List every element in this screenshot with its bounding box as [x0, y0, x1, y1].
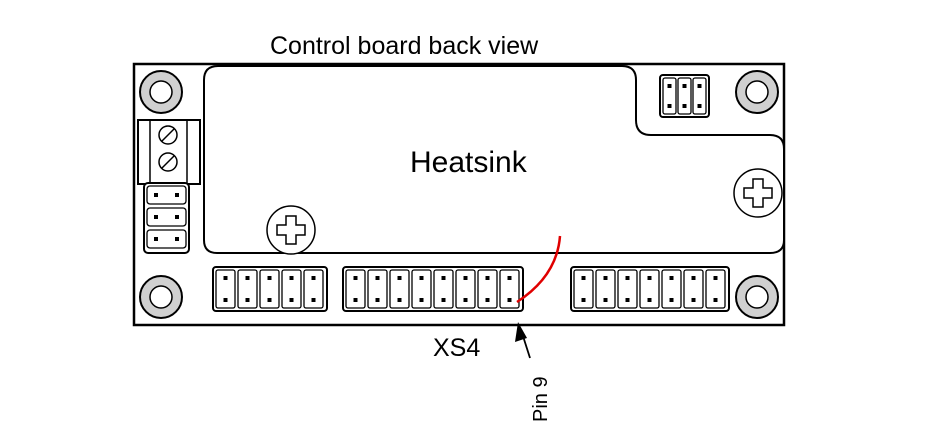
heatsink-screw-left	[266, 205, 316, 255]
header-pin-icon	[677, 77, 692, 115]
header-pin-icon	[215, 269, 236, 309]
connector-xs4	[342, 266, 524, 312]
header-pin-icon	[303, 269, 324, 309]
xs4-label: XS4	[433, 334, 480, 362]
heatsink-label: Heatsink	[410, 146, 528, 179]
header-pin-icon	[683, 269, 704, 309]
heatsink-screw-right	[733, 168, 783, 218]
header-top-right	[659, 74, 710, 118]
header-pin-icon	[146, 207, 187, 227]
header-pin-icon	[281, 269, 302, 309]
arrow-icon	[515, 322, 531, 359]
mounting-hole-top-left	[139, 70, 183, 114]
terminal-block	[137, 119, 201, 185]
header-pin-icon	[662, 77, 677, 115]
header-pin-icon	[433, 269, 454, 309]
heatsink-outline	[203, 65, 785, 254]
header-pin-icon	[367, 269, 388, 309]
header-pin-icon	[455, 269, 476, 309]
header-pin-icon	[237, 269, 258, 309]
header-pin-icon	[499, 269, 520, 309]
header-pin-icon	[595, 269, 616, 309]
header-pin-icon	[345, 269, 366, 309]
connector-bottom-right	[570, 266, 730, 312]
header-pin-icon	[692, 77, 707, 115]
jumper-header-left	[143, 182, 190, 254]
header-pin-icon	[146, 229, 187, 249]
red-wire	[516, 235, 562, 304]
header-pin-icon	[146, 185, 187, 205]
diagram-title: Control board back view	[270, 32, 539, 60]
header-pin-icon	[259, 269, 280, 309]
header-pin-icon	[639, 269, 660, 309]
mounting-hole-top-right	[735, 70, 779, 114]
header-pin-icon	[573, 269, 594, 309]
mounting-hole-bottom-right	[735, 275, 779, 319]
pin-label: Pin 9	[530, 376, 552, 422]
header-pin-icon	[477, 269, 498, 309]
connector-bottom-left	[212, 266, 328, 312]
header-pin-icon	[411, 269, 432, 309]
header-pin-icon	[661, 269, 682, 309]
header-pin-icon	[617, 269, 638, 309]
mounting-hole-bottom-left	[139, 275, 183, 319]
header-pin-icon	[389, 269, 410, 309]
header-pin-icon	[705, 269, 726, 309]
